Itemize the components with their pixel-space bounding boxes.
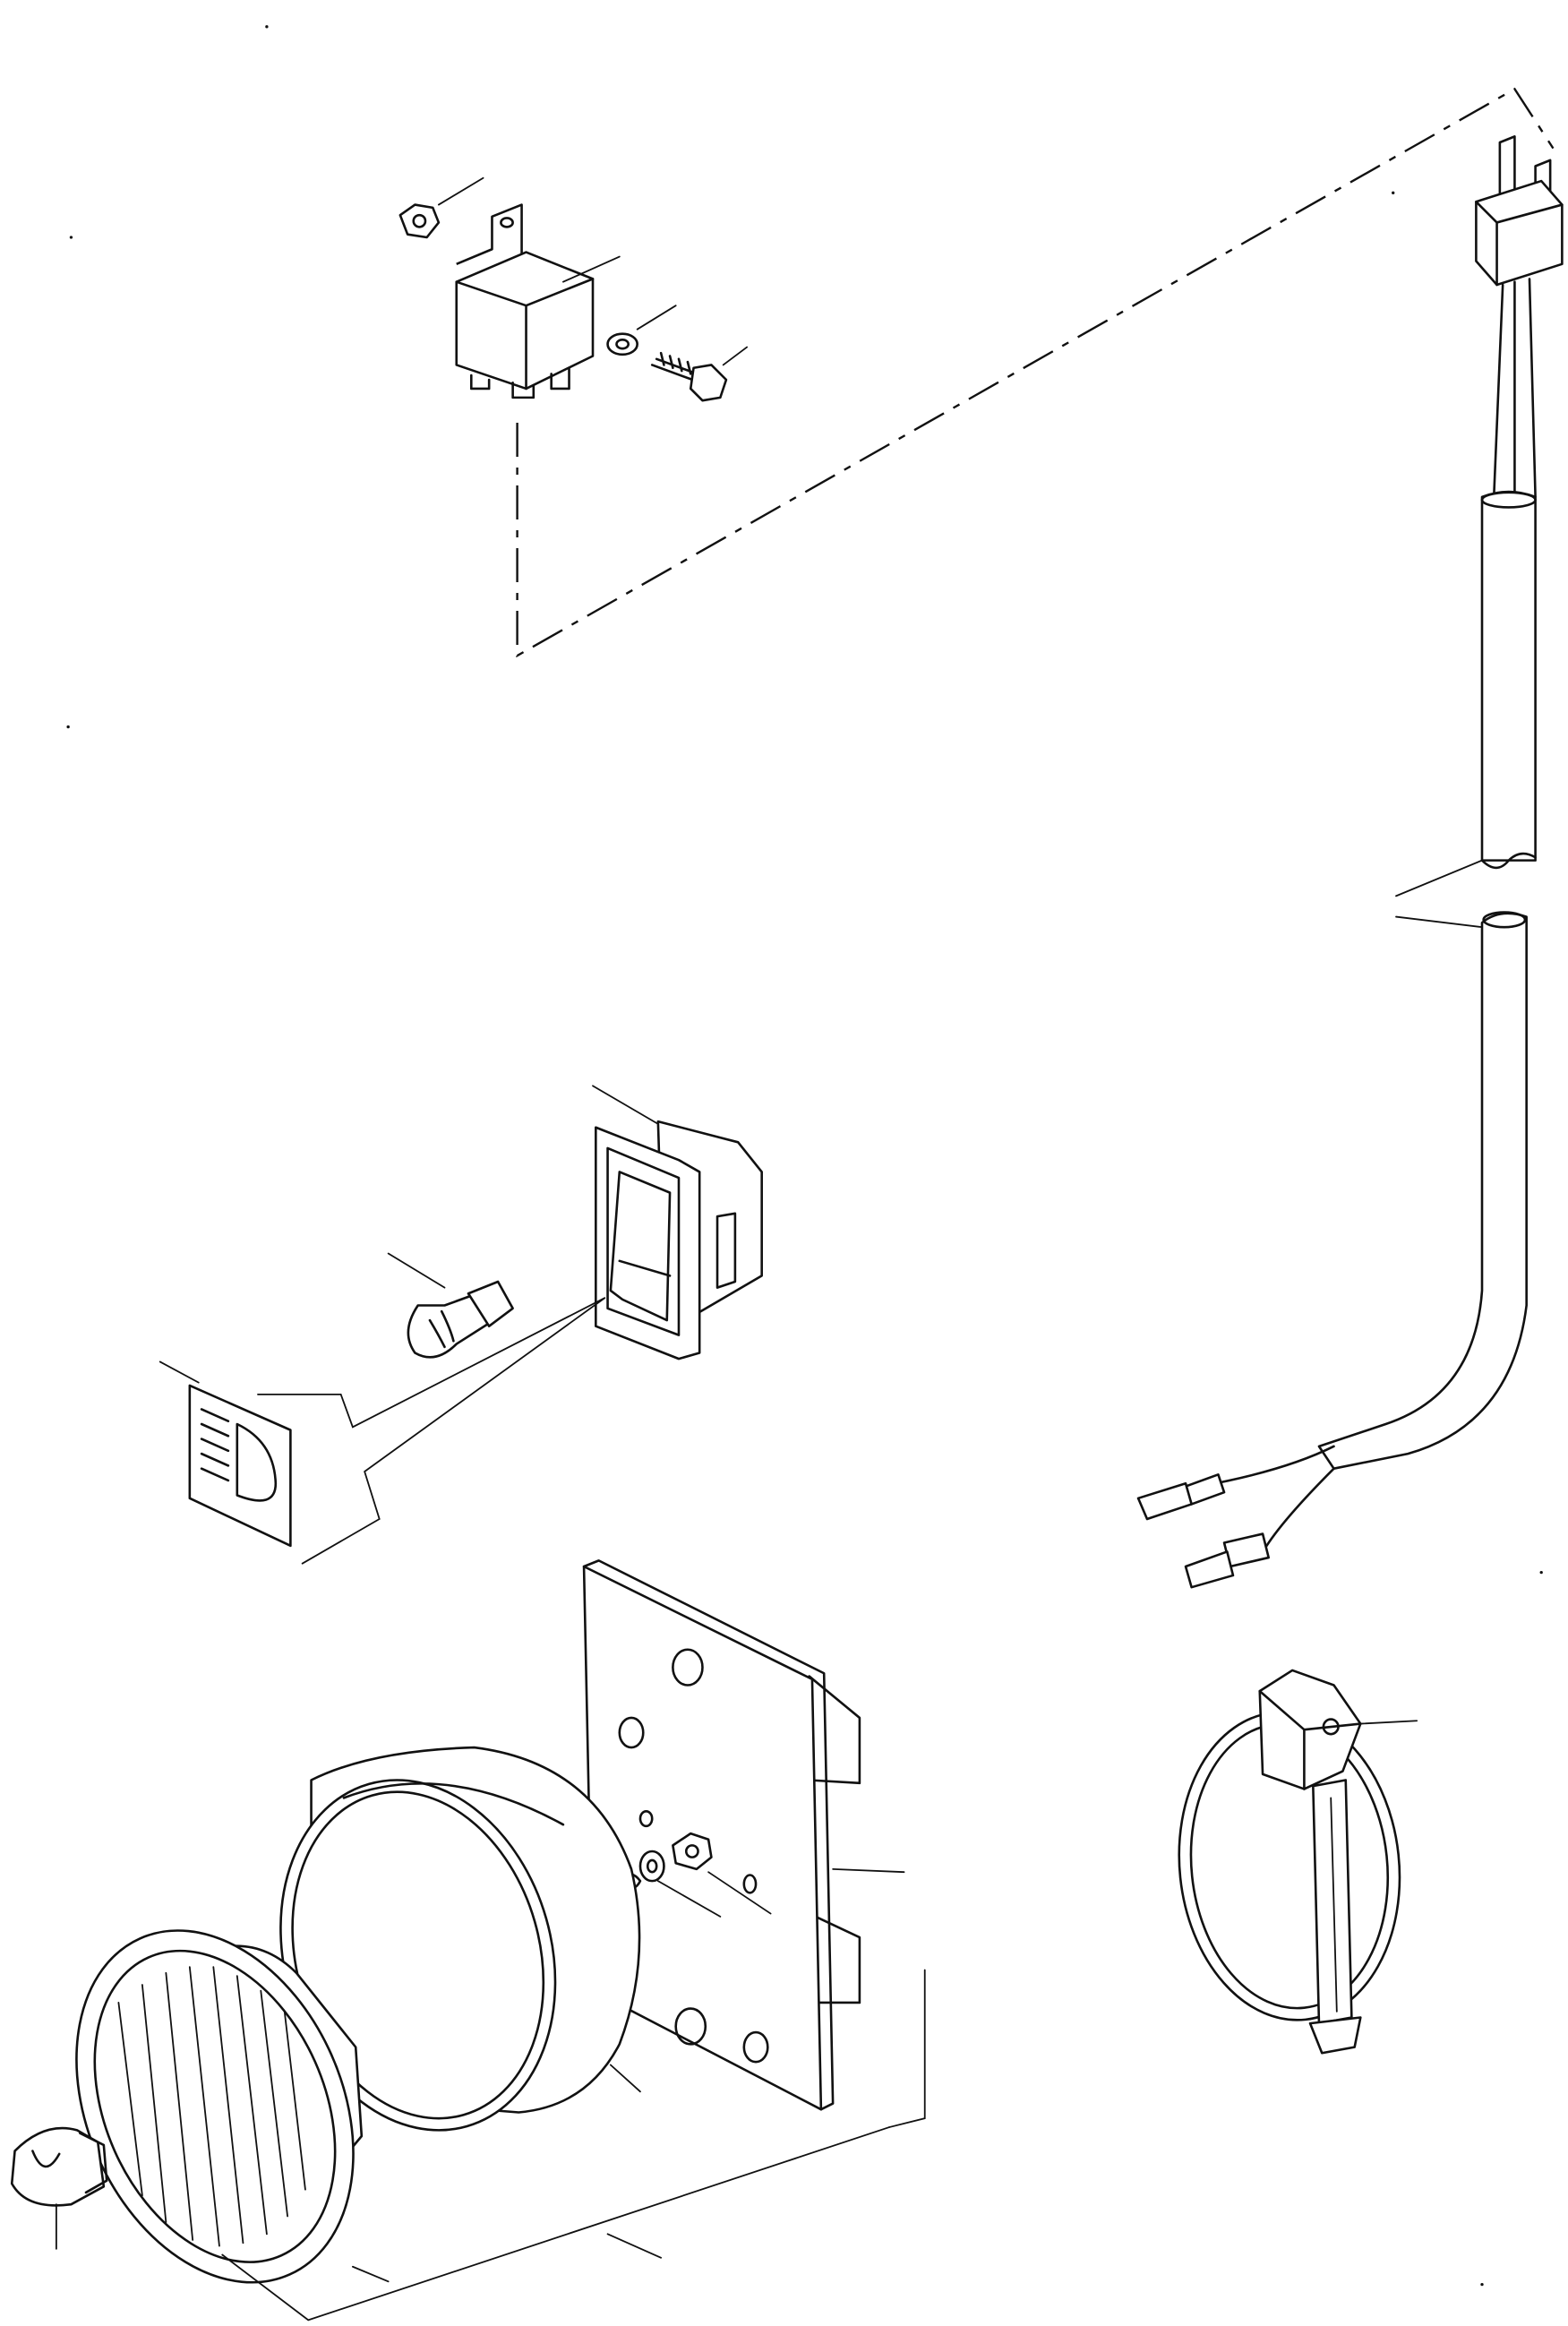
assembly-bracket-lines [222,2127,889,2320]
relay-icon [457,205,620,398]
nut-icon [673,1833,770,1913]
washer-icon [608,305,676,355]
bolt-icon [652,348,747,401]
bulb-icon [389,1254,513,1358]
connector-plug-icon [1476,136,1562,496]
nut-icon [400,178,484,237]
scan-dots [66,25,1543,2287]
lamp-bulb-icon [12,2128,107,2249]
bracket-plate-icon [584,1560,925,2127]
headlight-symbol-icon [160,1298,605,1563]
rocker-switch-icon [593,1086,762,1359]
cable-icon [1138,492,1536,1587]
wire-loop-icon [1164,1670,1417,2053]
